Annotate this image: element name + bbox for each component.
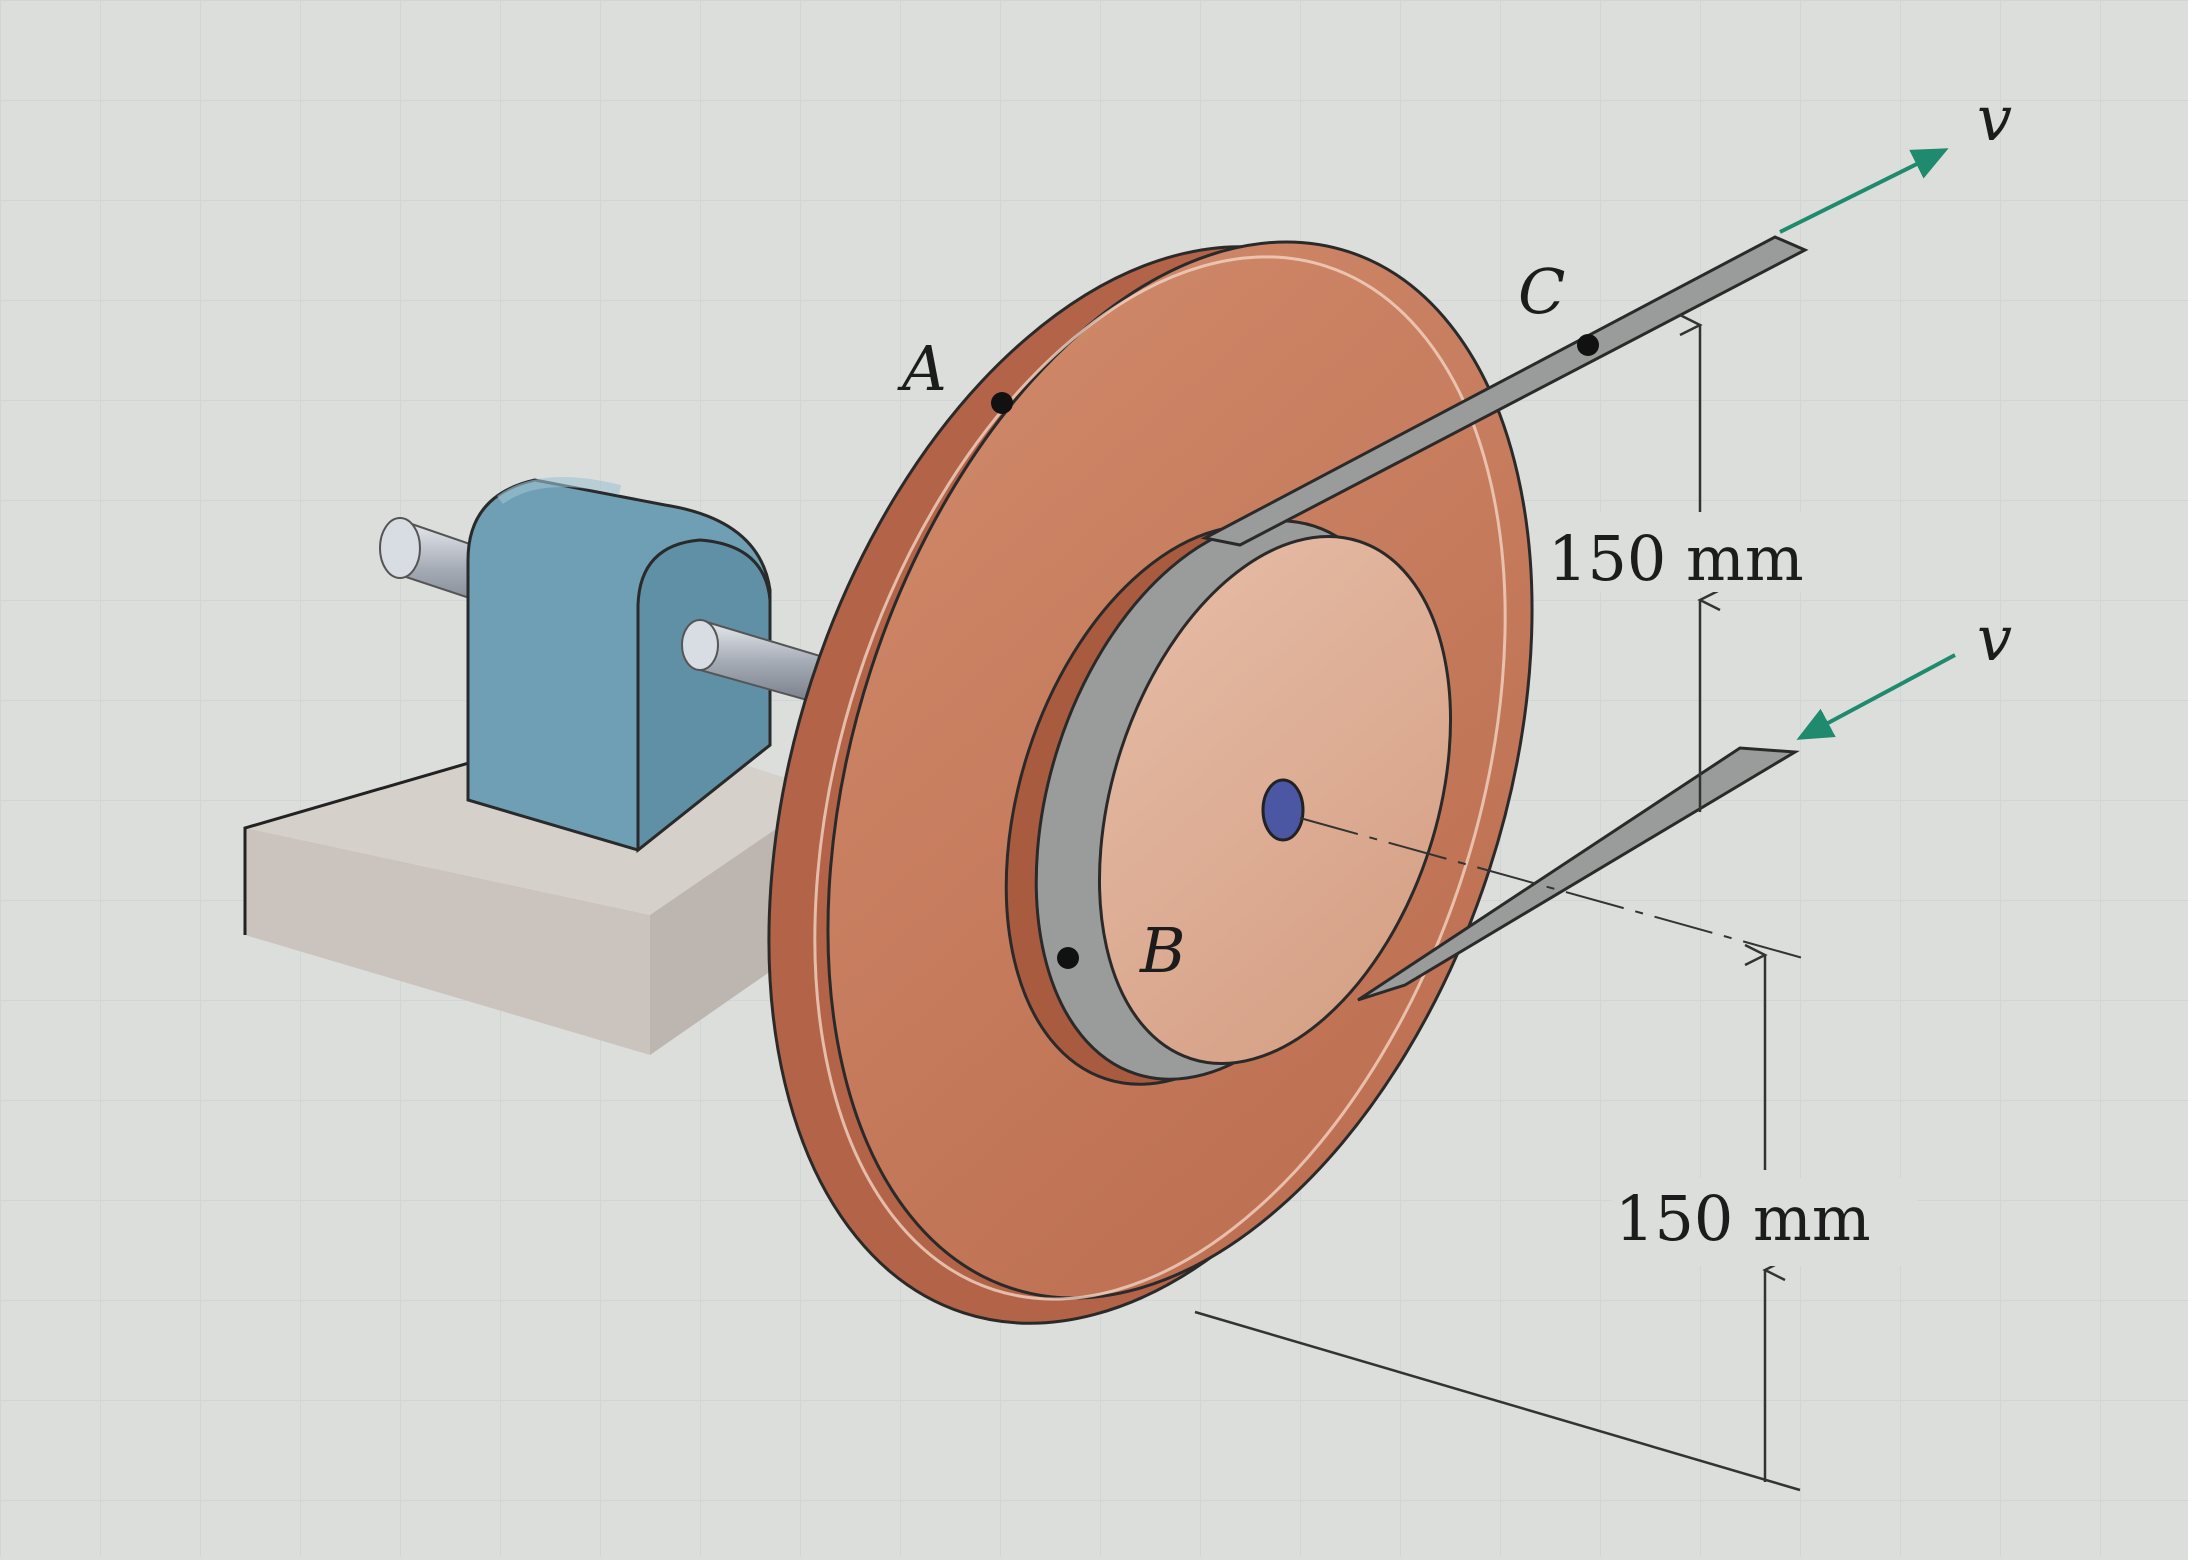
point-a-dot xyxy=(991,392,1013,414)
label-a: A xyxy=(897,332,947,405)
dim-lower-label-bg xyxy=(1612,1178,1917,1266)
axis-line xyxy=(1299,817,1811,961)
center-pin xyxy=(1261,778,1305,842)
dim-upper-label: 150 mm xyxy=(1548,522,1804,595)
point-c-dot xyxy=(1577,334,1599,356)
dim-lower-label: 150 mm xyxy=(1615,1182,1871,1255)
label-c: C xyxy=(1518,255,1565,328)
bearing-block xyxy=(466,477,772,854)
label-velocity-bottom: v xyxy=(1977,602,2012,675)
velocity-arrow-top xyxy=(1779,148,1949,234)
label-b: B xyxy=(1139,914,1186,987)
velocity-arrow-bottom xyxy=(1796,653,1956,740)
label-velocity-top: v xyxy=(1977,82,2012,155)
point-b-dot xyxy=(1057,947,1079,969)
dim-upper-label-bg xyxy=(1545,512,1845,592)
lower-dimension xyxy=(1194,955,1801,1492)
